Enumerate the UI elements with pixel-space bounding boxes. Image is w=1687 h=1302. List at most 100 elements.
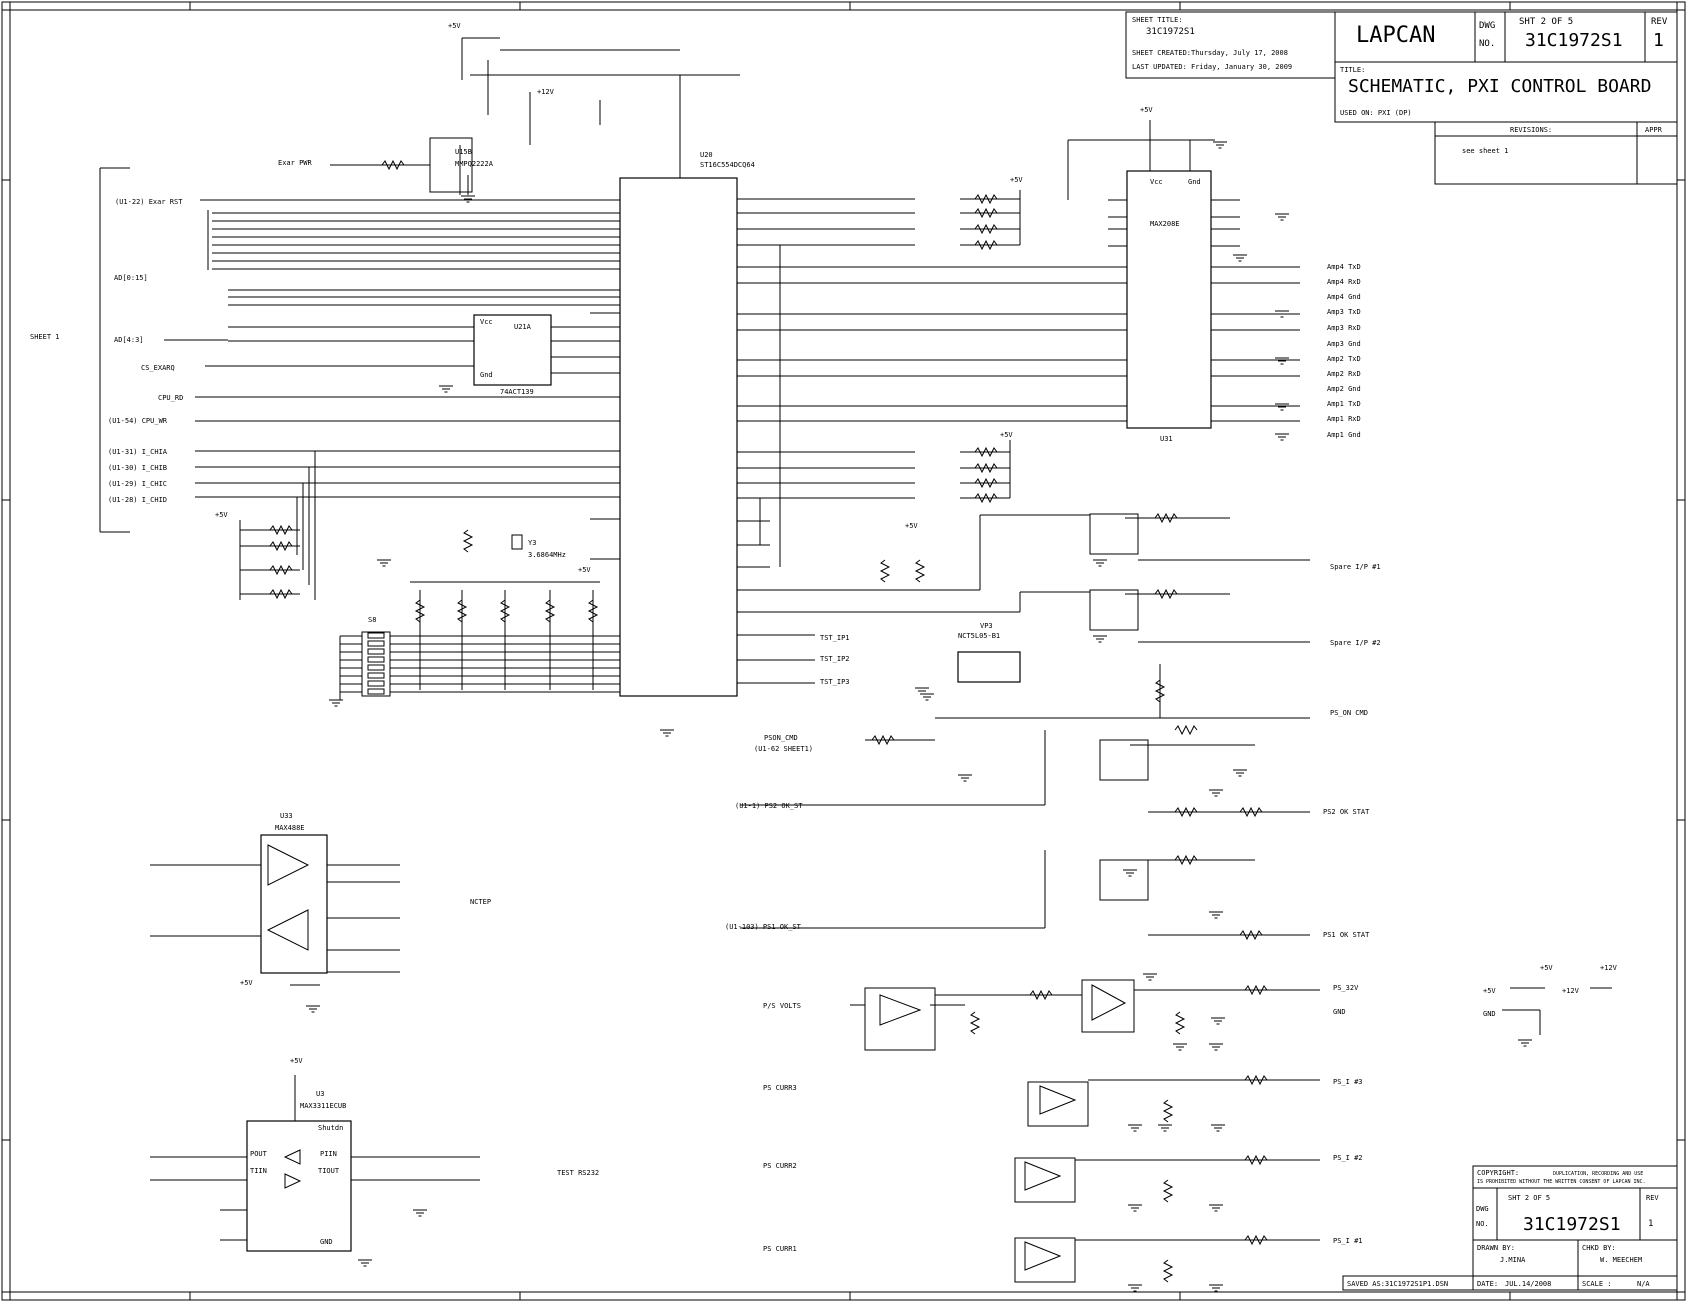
u15b-transistor: U15B MMPQ2222A — [429, 137, 494, 195]
resistor-icon — [1244, 1154, 1268, 1166]
resistor-icon — [1244, 1234, 1268, 1246]
supply-5v-u31: +5V — [1140, 106, 1153, 114]
net-cs-exarq: CS_EXARQ — [141, 364, 175, 372]
net-spare-1: Spare I/P #1 — [1330, 563, 1381, 571]
dip-switch-position — [367, 656, 385, 663]
supply-5v-pullups: +5V — [215, 511, 228, 519]
resistor-icon — [1239, 929, 1263, 941]
dip-switch-s8 — [361, 631, 391, 697]
title-label: TITLE: — [1340, 66, 1365, 74]
misc-labels: NCTEP TEST RS232 TST_IP1 TST_IP2 TST_IP3… — [368, 616, 850, 1253]
sheet-number-2: SHT 2 OF 5 — [1508, 1194, 1550, 1202]
sheet-title-label: SHEET TITLE: — [1132, 16, 1183, 24]
dip-switch-position — [367, 664, 385, 671]
copyright-label: COPYRIGHT: — [1477, 1169, 1519, 1177]
no-label-2: NO. — [1476, 1220, 1489, 1228]
net-amp3-txd: Amp3 TxD — [1327, 308, 1361, 316]
net-amp1-gnd: Amp1 Gnd — [1327, 431, 1361, 439]
net-ps-i3: PS_I #3 — [1333, 1078, 1363, 1086]
resistor-icon — [1162, 1099, 1174, 1123]
saved-as: SAVED AS:31C1972S1P1.DSN — [1347, 1280, 1448, 1288]
net-spare-2: Spare I/P #2 — [1330, 639, 1381, 647]
u33-ref: U33 — [280, 812, 293, 820]
sheet-title: 31C1972S1 — [1146, 27, 1195, 37]
label-pson-cmd: PSON_CMD — [764, 734, 798, 742]
copyright-text-2: IS PROHIBITED WITHOUT THE WRITTEN CONSEN… — [1477, 1179, 1646, 1185]
dip-switch-position — [367, 680, 385, 687]
supply-5v-u33: +5V — [240, 979, 253, 987]
net-amp2-rxd: Amp2 RxD — [1327, 370, 1361, 378]
net-amp1-rxd: Amp1 RxD — [1327, 415, 1361, 423]
checked-by: W. MEECHEM — [1600, 1256, 1642, 1264]
revisions-note: see sheet 1 — [1462, 147, 1508, 155]
resistor-icon — [1029, 989, 1053, 1001]
vp3-part: NCT5L05-B1 — [958, 632, 1000, 640]
chkd-label: CHKD BY: — [1582, 1244, 1616, 1252]
resistor-symbols — [269, 159, 1268, 1283]
vp3-ref: VP3 — [980, 622, 993, 630]
supply-5v-dip: +5V — [578, 566, 591, 574]
no-label: NO. — [1479, 39, 1495, 49]
svg-text:TIIN: TIIN — [250, 1167, 267, 1175]
scale-label: SCALE : — [1582, 1280, 1612, 1288]
label-ps-volts: P/S VOLTS — [763, 1002, 801, 1010]
net-ichid: (U1-28) I_CHID — [108, 496, 167, 504]
svg-text:GND: GND — [320, 1238, 333, 1246]
label-ps-curr3: PS CURR3 — [763, 1084, 797, 1092]
resistor-icon — [1244, 984, 1268, 996]
supply-12v-legend-2: +12V — [1562, 987, 1580, 995]
crystal-y3: Y3 3.6864MHz — [511, 534, 566, 559]
resistor-icon — [974, 239, 998, 251]
rev-label: REV — [1651, 17, 1668, 27]
dip-switch-position — [367, 632, 385, 639]
appr-label: APPR — [1645, 126, 1663, 134]
sheet-created: SHEET CREATED:Thursday, July 17, 2008 — [1132, 49, 1288, 57]
drawing-title: SCHEMATIC, PXI CONTROL BOARD — [1348, 76, 1651, 97]
copyright-text-1: DUPLICATION, RECORDING AND USE — [1553, 1171, 1643, 1177]
net-amp2-gnd: Amp2 Gnd — [1327, 385, 1361, 393]
u31-transceiver-chip: Vcc Gnd MAX208E U31 — [1126, 170, 1212, 443]
svg-text:POUT: POUT — [250, 1150, 268, 1158]
date-label: DATE: — [1477, 1280, 1498, 1288]
label-ps1-ok: (U1-103) PS1 OK_ST — [725, 923, 802, 931]
net-ps-32v: PS_32V — [1333, 984, 1359, 992]
rev-label-2: REV — [1646, 1194, 1659, 1202]
net-gnd: GND — [1333, 1008, 1346, 1016]
resistor-icon — [974, 207, 998, 219]
resistor-icon — [1174, 854, 1198, 866]
u3-rs232-chip: U3 MAX3311ECUB POUT TIIN PIIN TIOUT Shut… — [246, 1090, 352, 1252]
right-net-labels: Amp4 TxD Amp4 RxD Amp4 Gnd Amp3 TxD Amp3… — [1323, 263, 1381, 1245]
company-name: LAPCAN — [1356, 23, 1435, 48]
left-net-labels: (U1-22) Exar RST AD[0:15] SHEET 1 AD[4:3… — [30, 159, 313, 504]
resistor-icon — [1174, 1011, 1186, 1035]
u21-ref: U21A — [514, 323, 532, 331]
net-ps1-ok-stat: PS1 OK STAT — [1323, 931, 1370, 939]
drawn-by: J.MINA — [1500, 1256, 1526, 1264]
resistor-icon — [1154, 679, 1166, 703]
net-cpu-rd: CPU_RD — [158, 394, 183, 402]
resistor-icon — [879, 559, 891, 583]
resistor-icon — [914, 559, 926, 583]
label-u1-62: (U1-62 SHEET1) — [754, 745, 813, 753]
dip-switch-position — [367, 640, 385, 647]
sheet-bracket — [99, 167, 130, 533]
resistor-icon — [969, 1011, 981, 1035]
resistor-icon — [1174, 806, 1198, 818]
supply-5v-r86: +5V — [905, 522, 918, 530]
u33-part: MAX488E — [275, 824, 305, 832]
label-ps2-ok: (U1-1) PS2 OK_ST — [735, 802, 803, 810]
u21-decoder-chip: U21A 74ACT139 Vcc Gnd — [473, 314, 552, 396]
resistor-icon — [269, 540, 293, 552]
resistor-icon — [974, 446, 998, 458]
dip-switch-position — [367, 672, 385, 679]
drawing-number-2: 31C1972S1 — [1523, 1214, 1621, 1235]
u3-part: MAX3311ECUB — [300, 1102, 346, 1110]
resistor-icon — [414, 599, 426, 623]
analog-section — [864, 513, 1149, 1283]
svg-text:Gnd: Gnd — [1188, 178, 1201, 186]
u21-part: 74ACT139 — [500, 388, 534, 396]
date-value: JUL.14/2008 — [1505, 1280, 1551, 1288]
label-tst-ip2: TST_IP2 — [820, 655, 850, 663]
used-on: USED ON: PXI (DP) — [1340, 109, 1412, 117]
dwg-label-2: DWG — [1476, 1205, 1489, 1213]
